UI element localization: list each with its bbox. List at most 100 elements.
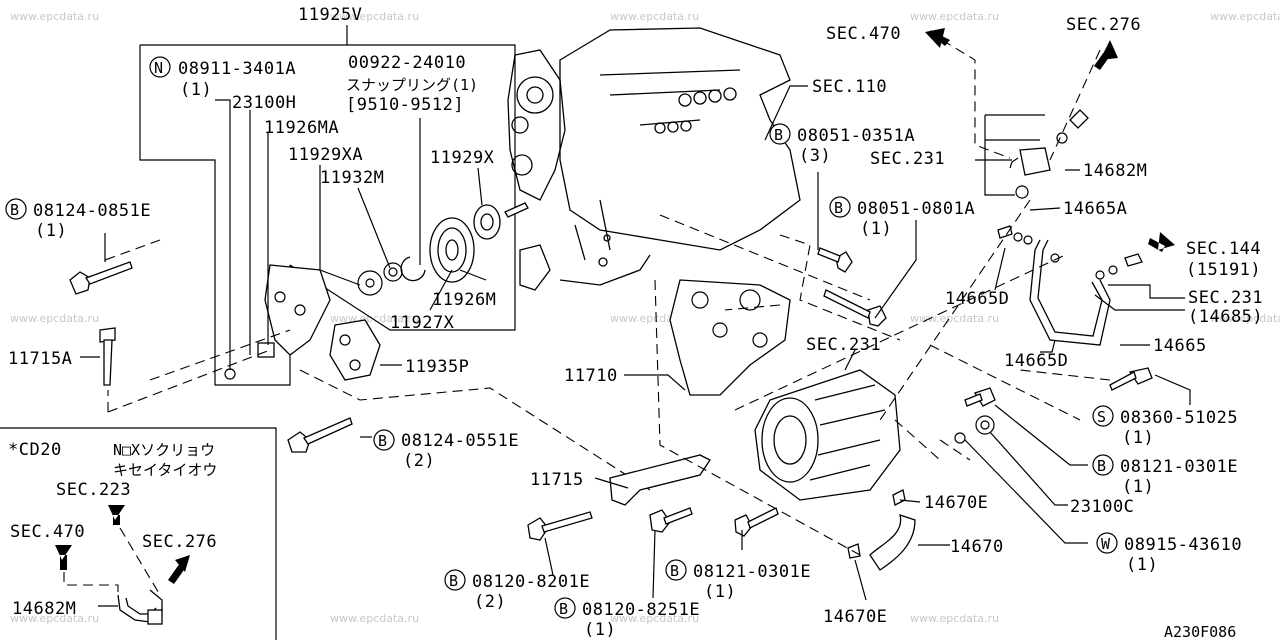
label-11710: 11710 [564,366,618,386]
label-14685: (14685) [1188,307,1263,327]
label-14665d-lower: 14665D [1004,351,1068,371]
label-08915: 08915-43610 [1124,535,1242,555]
label-sec231-center: SEC.231 [806,335,881,355]
prefix-b: B [774,126,783,144]
prefix-b-icon [444,569,466,591]
label-23100c: 23100C [1070,497,1134,517]
label-11929x: 11929X [430,148,495,168]
prefix-b-icon [554,597,576,619]
label-08360-qty: (1) [1122,428,1154,448]
label-14665d-upper: 14665D [945,289,1009,309]
labels: 11925V N 08911-3401A (1) 00922-24010 スナッ… [5,5,1263,640]
label-sec231-top: SEC.231 [870,149,945,169]
prefix-b-icon [665,559,687,581]
label-23100h: 23100H [232,93,296,113]
label-15191: (15191) [1186,260,1261,280]
arrow-icon [168,555,190,584]
inset-cd20 [0,427,277,640]
label-08121-right-qty: (1) [1122,477,1154,497]
label-08051-0351: 08051-0351A [797,126,915,146]
prefix-s-icon [1092,405,1114,427]
engine-block [507,27,801,291]
watermark: www.epcdata.ru [910,312,999,325]
inset-title: *CD20 [8,440,62,460]
label-08120-8251-qty: (1) [584,620,616,640]
direction-arrows [55,28,1175,584]
prefix-b-icon [5,198,27,220]
label-14682m: 14682M [1083,161,1147,181]
label-08120-8201-qty: (2) [474,592,506,612]
label-11715: 11715 [530,470,584,490]
label-11715a: 11715A [8,349,72,369]
arrow-icon [1148,232,1175,252]
label-08124-0851: 08124-0851E [33,201,151,221]
watermark: www.epcdata.ru [1210,312,1280,325]
alternator-area [609,279,901,506]
label-14670e-lower: 14670E [823,607,887,627]
label-08124-0551: 08124-0551E [401,431,519,451]
inset-note-line2: キセイタイオウ [113,461,217,479]
watermark: www.epcdata.ru [10,612,99,625]
label-00922: 00922-24010 [348,53,466,73]
label-sec144: SEC.144 [1186,239,1261,259]
label-08120-8201: 08120-8201E [472,572,590,592]
hose-14670 [847,489,916,571]
vacuum-pipes [997,109,1143,346]
label-08121-center-qty: (1) [704,582,736,602]
prefix-b: B [1097,457,1106,475]
label-sec110: SEC.110 [812,77,887,97]
bracket-cluster [224,202,529,381]
prefix-b: B [670,562,679,580]
label-08051-0801: 08051-0801A [857,199,975,219]
label-08915-qty: (1) [1126,555,1158,575]
label-08911-qty: (1) [180,80,212,100]
watermark: www.epcdata.ru [330,10,419,23]
arrow-icon [55,545,72,570]
label-08120-8251: 08120-8251E [582,600,700,620]
leader-lines-left [80,99,651,491]
watermark: www.epcdata.ru [330,612,419,625]
label-sec470: SEC.470 [826,24,901,44]
watermark: www.epcdata.ru [910,10,999,23]
label-14665a: 14665A [1063,199,1127,219]
label-14670e-upper: 14670E [924,493,988,513]
label-11932m: 11932M [320,168,384,188]
bolts-left [69,261,353,453]
prefix-b-icon [1092,454,1114,476]
prefix-b: B [834,199,843,217]
watermark: www.epcdata.ru [610,10,699,23]
watermark: www.epcdata.ru [10,10,99,23]
label-sec276: SEC.276 [1066,15,1141,35]
watermark: www.epcdata.ru [1210,10,1280,23]
prefix-b-icon [769,123,791,145]
label-11927x: 11927X [390,313,455,333]
label-08121-center: 08121-0301E [693,562,811,582]
arrow-icon [925,28,950,48]
inset-14682m: 14682M [12,599,76,619]
prefix-w: W [1101,535,1111,553]
prefix-b-icon [373,429,395,451]
label-14665: 14665 [1153,336,1207,356]
prefix-b: B [10,201,19,219]
label-08051-0351-qty: (3) [799,146,831,166]
label-11929xa: 11929XA [288,145,363,165]
label-14670: 14670 [950,537,1004,557]
label-sec231-right: SEC.231 [1188,288,1263,308]
label-08051-0801-qty: (1) [860,219,892,239]
arrow-icon [108,505,125,525]
inset-sec223: SEC.223 [56,480,131,500]
prefix-b: B [449,572,458,590]
watermark: www.epcdata.ru [10,312,99,325]
prefix-b: B [559,600,568,618]
watermark: www.epcdata.ru [910,612,999,625]
label-11935p: 11935P [405,357,469,377]
prefix-n-icon [149,56,171,78]
prefix-n: N [154,59,163,77]
prefix-b: B [378,432,387,450]
label-snap-ring: スナップリング(1) [346,76,478,94]
label-11926ma: 11926MA [264,118,339,138]
label-08911: 08911-3401A [178,59,296,79]
assembly-box-11925v [139,25,516,386]
inset-note-line1: N□Xソクリョウ [113,441,215,459]
arrow-icon [1094,40,1118,70]
